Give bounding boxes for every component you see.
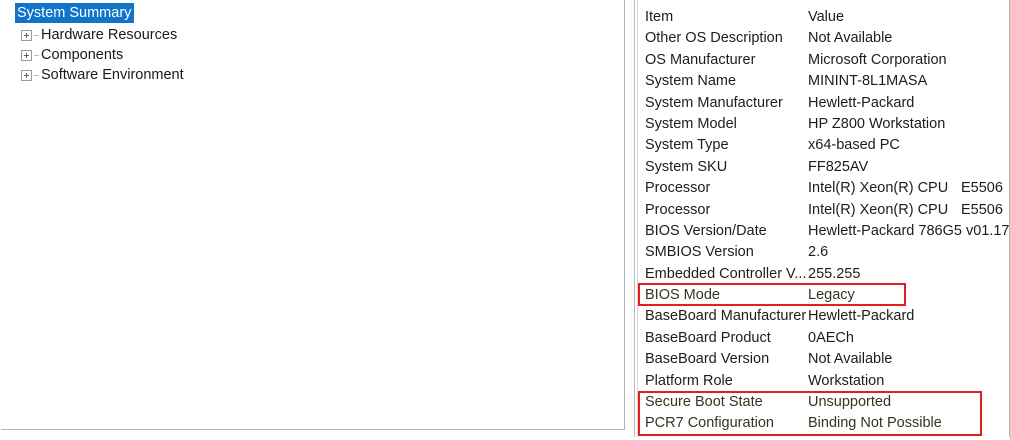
plus-box-icon[interactable] [21,69,32,81]
row-value-label: 0AECh [808,329,854,346]
row-value-label: Microsoft Corporation [808,51,947,68]
row-item-label: System Manufacturer [645,94,783,111]
plus-box-icon[interactable] [21,29,32,41]
row-value-label: Binding Not Possible [808,415,942,432]
row-value-label: Workstation [808,372,885,389]
row-item-label: BaseBoard Product [645,329,771,346]
table-row[interactable]: Embedded Controller V...255.255 [635,264,1009,285]
table-row[interactable]: BIOS Mode Legacy [635,285,1009,306]
row-value-label: Unsupported [808,394,892,411]
tree-connector [34,74,39,76]
row-value-label: 2.6 [808,244,829,261]
tree-connector [34,34,39,36]
tree-item-label: Software Environment [41,67,184,83]
row-item-label: Other OS Description [645,30,783,47]
table-row[interactable]: Platform Role Workstation [635,371,1009,392]
table-row[interactable]: BaseBoard Product 0AECh [635,328,1009,349]
table-row[interactable]: System Model HP Z800 Workstation [635,114,1009,135]
tree-item-label: Hardware Resources [41,27,178,43]
row-value-label: Hewlett-Packard [808,94,915,111]
table-row[interactable]: PCR7 Configuration Binding Not Possible [635,413,1009,434]
plus-box-icon[interactable] [21,49,32,61]
tree-item-label: System Summary [15,3,135,23]
row-item-label: BIOS Version/Date [645,222,767,239]
table-row[interactable]: SMBIOS Version 2.6 [635,242,1009,263]
tree-item-components[interactable]: Components [11,45,123,65]
row-item-label: BaseBoard Version [645,351,770,368]
row-value-label: Not Available [808,30,893,47]
row-item-label: PCR7 Configuration [645,415,774,432]
row-item-label: Processor [645,180,711,197]
row-value-label: Intel(R) Xeon(R) CPU [808,180,949,197]
table-row[interactable]: System Name MININT-8L1MASA [635,71,1009,92]
row-item-label: Processor [645,201,711,218]
row-item-label: BIOS Mode [645,287,720,304]
table-row[interactable]: BaseBoard Version Not Available [635,349,1009,370]
table-row[interactable]: System SKU FF825AV [635,157,1009,178]
tree-item-label: Components [41,47,124,63]
list-header-row: Item Value [635,7,1009,28]
row-item-label: System Name [645,73,737,90]
table-row[interactable]: Secure Boot State Unsupported [635,392,1009,413]
tree-item-software-environment[interactable]: Software Environment [11,65,184,85]
tree-item-hardware-resources[interactable]: Hardware Resources [11,25,177,45]
table-row[interactable]: System Type x64-based PC [635,135,1009,156]
row-item-label: System Type [645,137,729,154]
row-value-label: Intel(R) Xeon(R) CPU [808,201,949,218]
row-value-label: Hewlett-Packard [808,308,915,325]
row-value-overflow: E5506 [961,180,1003,197]
table-row[interactable]: BIOS Version/Date Hewlett-Packard 786G5 v… [635,221,1010,242]
row-item-label: System SKU [645,158,728,175]
navigation-tree-pane[interactable]: System Summary Hardware Resources Compon… [1,0,625,430]
column-header-item: Item [645,9,674,25]
row-item-label: SMBIOS Version [645,244,754,261]
row-value-label: Legacy [808,287,855,304]
row-value-overflow: E5506 [961,201,1003,218]
row-item-label: Embedded Controller V... [645,265,807,282]
row-value-label: 255.255 [808,265,861,282]
row-value-label: x64-based PC [808,137,900,154]
row-item-label: Secure Boot State [645,394,763,411]
row-item-label: Platform Role [645,372,733,389]
tree-connector [34,54,39,56]
tree-item-system-summary[interactable]: System Summary [3,3,135,23]
row-value-label: FF825AV [808,158,869,175]
column-header-value: Value [808,9,845,25]
table-row[interactable]: OS Manufacturer Microsoft Corporation [635,50,1009,71]
row-value-label: Not Available [808,351,893,368]
row-value-label: Hewlett-Packard 786G5 v01.17, 8/ [808,222,1010,239]
row-item-label: OS Manufacturer [645,51,756,68]
table-row[interactable]: System Manufacturer Hewlett-Packard [635,93,1009,114]
row-value-label: HP Z800 Workstation [808,115,946,132]
table-row[interactable]: Processor Intel(R) Xeon(R) CPU E5506 [635,178,1009,199]
row-item-label: System Model [645,115,737,132]
row-value-label: MININT-8L1MASA [808,73,928,90]
row-item-label: BaseBoard Manufacturer [645,308,807,325]
table-row[interactable]: Other OS Description Not Available [635,28,1009,49]
table-row[interactable]: Processor Intel(R) Xeon(R) CPU E5506 [635,200,1009,221]
